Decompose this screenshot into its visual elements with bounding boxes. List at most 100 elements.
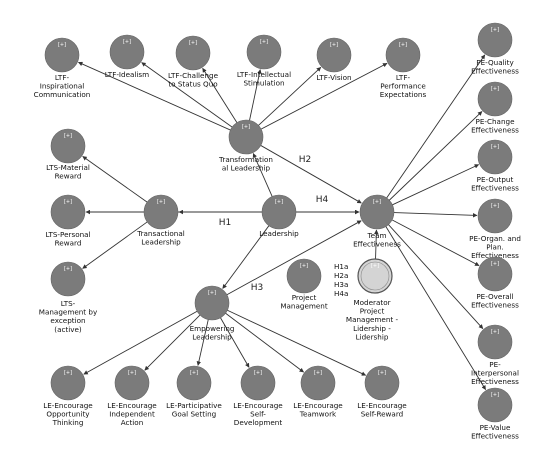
edge-label-h1: H1 — [219, 218, 232, 228]
expand-marker-icon[interactable]: [+] — [373, 199, 381, 205]
node-circle-pm — [286, 258, 322, 294]
node-label-lts-me-line-3: exception — [50, 316, 85, 325]
node-ltf-id[interactable]: [+]LTF-Idealism — [105, 34, 149, 79]
node-circle-le-tw — [300, 365, 336, 401]
expand-marker-icon[interactable]: [+] — [491, 86, 499, 92]
indicator-label-h3a: H3a — [334, 280, 348, 289]
expand-marker-icon[interactable]: [+] — [371, 263, 379, 269]
node-label-le-ia-line-2: Independent — [109, 410, 155, 419]
edge-tsl-to-lts-mr — [82, 156, 148, 203]
expand-marker-icon[interactable]: [+] — [208, 290, 216, 296]
node-label-le-sr-line-1: LE-Encourage — [357, 401, 407, 410]
node-label-le-oot-line-1: LE-Encourage — [43, 401, 93, 410]
expand-marker-icon[interactable]: [+] — [189, 40, 197, 46]
node-label-le-sd-line-3: Development — [234, 418, 283, 427]
edge-te-to-pe-c — [388, 111, 483, 201]
node-label-te-line-1: Team — [367, 231, 387, 240]
node-circle-tfl — [228, 119, 264, 155]
node-label-lts-mr-line-1: LTS-Material — [46, 163, 90, 172]
expand-marker-icon[interactable]: [+] — [491, 144, 499, 150]
node-label-pe-c-line-2: Effectiveness — [471, 126, 519, 135]
expand-marker-icon[interactable]: [+] — [157, 199, 165, 205]
node-lead[interactable]: [+]Leadership — [259, 194, 299, 238]
node-label-te-line-2: Effectiveness — [353, 240, 401, 249]
expand-marker-icon[interactable]: [+] — [330, 42, 338, 48]
node-circle-ltf-id — [109, 34, 145, 70]
node-label-ltf-cs-line-2: to Status Quo — [168, 80, 217, 89]
node-circle-pe-c — [477, 81, 513, 117]
edge-te-to-pe-o — [392, 164, 480, 206]
expand-marker-icon[interactable]: [+] — [260, 39, 268, 45]
expand-marker-icon[interactable]: [+] — [491, 329, 499, 335]
expand-marker-icon[interactable]: [+] — [64, 133, 72, 139]
expand-marker-icon[interactable]: [+] — [64, 199, 72, 205]
expand-marker-icon[interactable]: [+] — [314, 370, 322, 376]
expand-marker-icon[interactable]: [+] — [399, 42, 407, 48]
node-label-ltf-pe-line-3: Expectations — [380, 90, 427, 99]
expand-marker-icon[interactable]: [+] — [300, 263, 308, 269]
node-label-pe-ov-line-2: Effectiveness — [471, 301, 519, 310]
node-label-le-oot-line-3: Thinking — [52, 418, 84, 427]
edge-el-to-le-sr — [227, 309, 367, 376]
expand-marker-icon[interactable]: [+] — [275, 199, 283, 205]
edge-te-to-pe-q — [386, 54, 486, 199]
expand-marker-icon[interactable]: [+] — [128, 370, 136, 376]
expand-marker-icon[interactable]: [+] — [64, 266, 72, 272]
expand-marker-icon[interactable]: [+] — [242, 124, 250, 130]
expand-marker-icon[interactable]: [+] — [190, 370, 198, 376]
node-ltf-v[interactable]: [+]LTF-Vision — [316, 37, 352, 82]
edge-tfl-to-ltf-v — [258, 66, 322, 126]
expand-marker-icon[interactable]: [+] — [64, 370, 72, 376]
expand-marker-icon[interactable]: [+] — [378, 370, 386, 376]
node-label-lts-mr-line-2: Reward — [55, 172, 82, 181]
edge-tfl-to-ltf-is — [249, 69, 262, 121]
node-label-pe-ip-line-3: Effectiveness — [471, 377, 519, 386]
node-circle-lts-me — [50, 261, 86, 297]
expand-marker-icon[interactable]: [+] — [491, 27, 499, 33]
edge-label-h2: H2 — [299, 155, 312, 165]
expand-marker-icon[interactable]: [+] — [58, 42, 66, 48]
node-label-pe-ip-line-1: PE- — [489, 360, 501, 369]
expand-marker-icon[interactable]: [+] — [491, 261, 499, 267]
node-label-lts-me-line-4: (active) — [54, 325, 82, 334]
expand-marker-icon[interactable]: [+] — [491, 392, 499, 398]
expand-marker-icon[interactable]: [+] — [491, 203, 499, 209]
expand-marker-icon[interactable]: [+] — [123, 39, 131, 45]
node-circle-ltf-pe — [385, 37, 421, 73]
expand-marker-icon[interactable]: [+] — [254, 370, 262, 376]
node-circle-pe-o — [477, 139, 513, 175]
node-label-le-oot-line-2: Opportunity — [46, 410, 90, 419]
node-label-mod-line-5: Lidership — [356, 332, 389, 341]
indicator-label-h2a: H2a — [334, 271, 348, 280]
node-label-pe-op-line-1: PE-Organ. and — [469, 234, 521, 243]
edge-el-to-le-pgs — [196, 319, 209, 366]
node-label-pe-op-line-2: Plan. — [486, 243, 504, 252]
node-label-mod-line-3: Management - — [346, 315, 399, 324]
